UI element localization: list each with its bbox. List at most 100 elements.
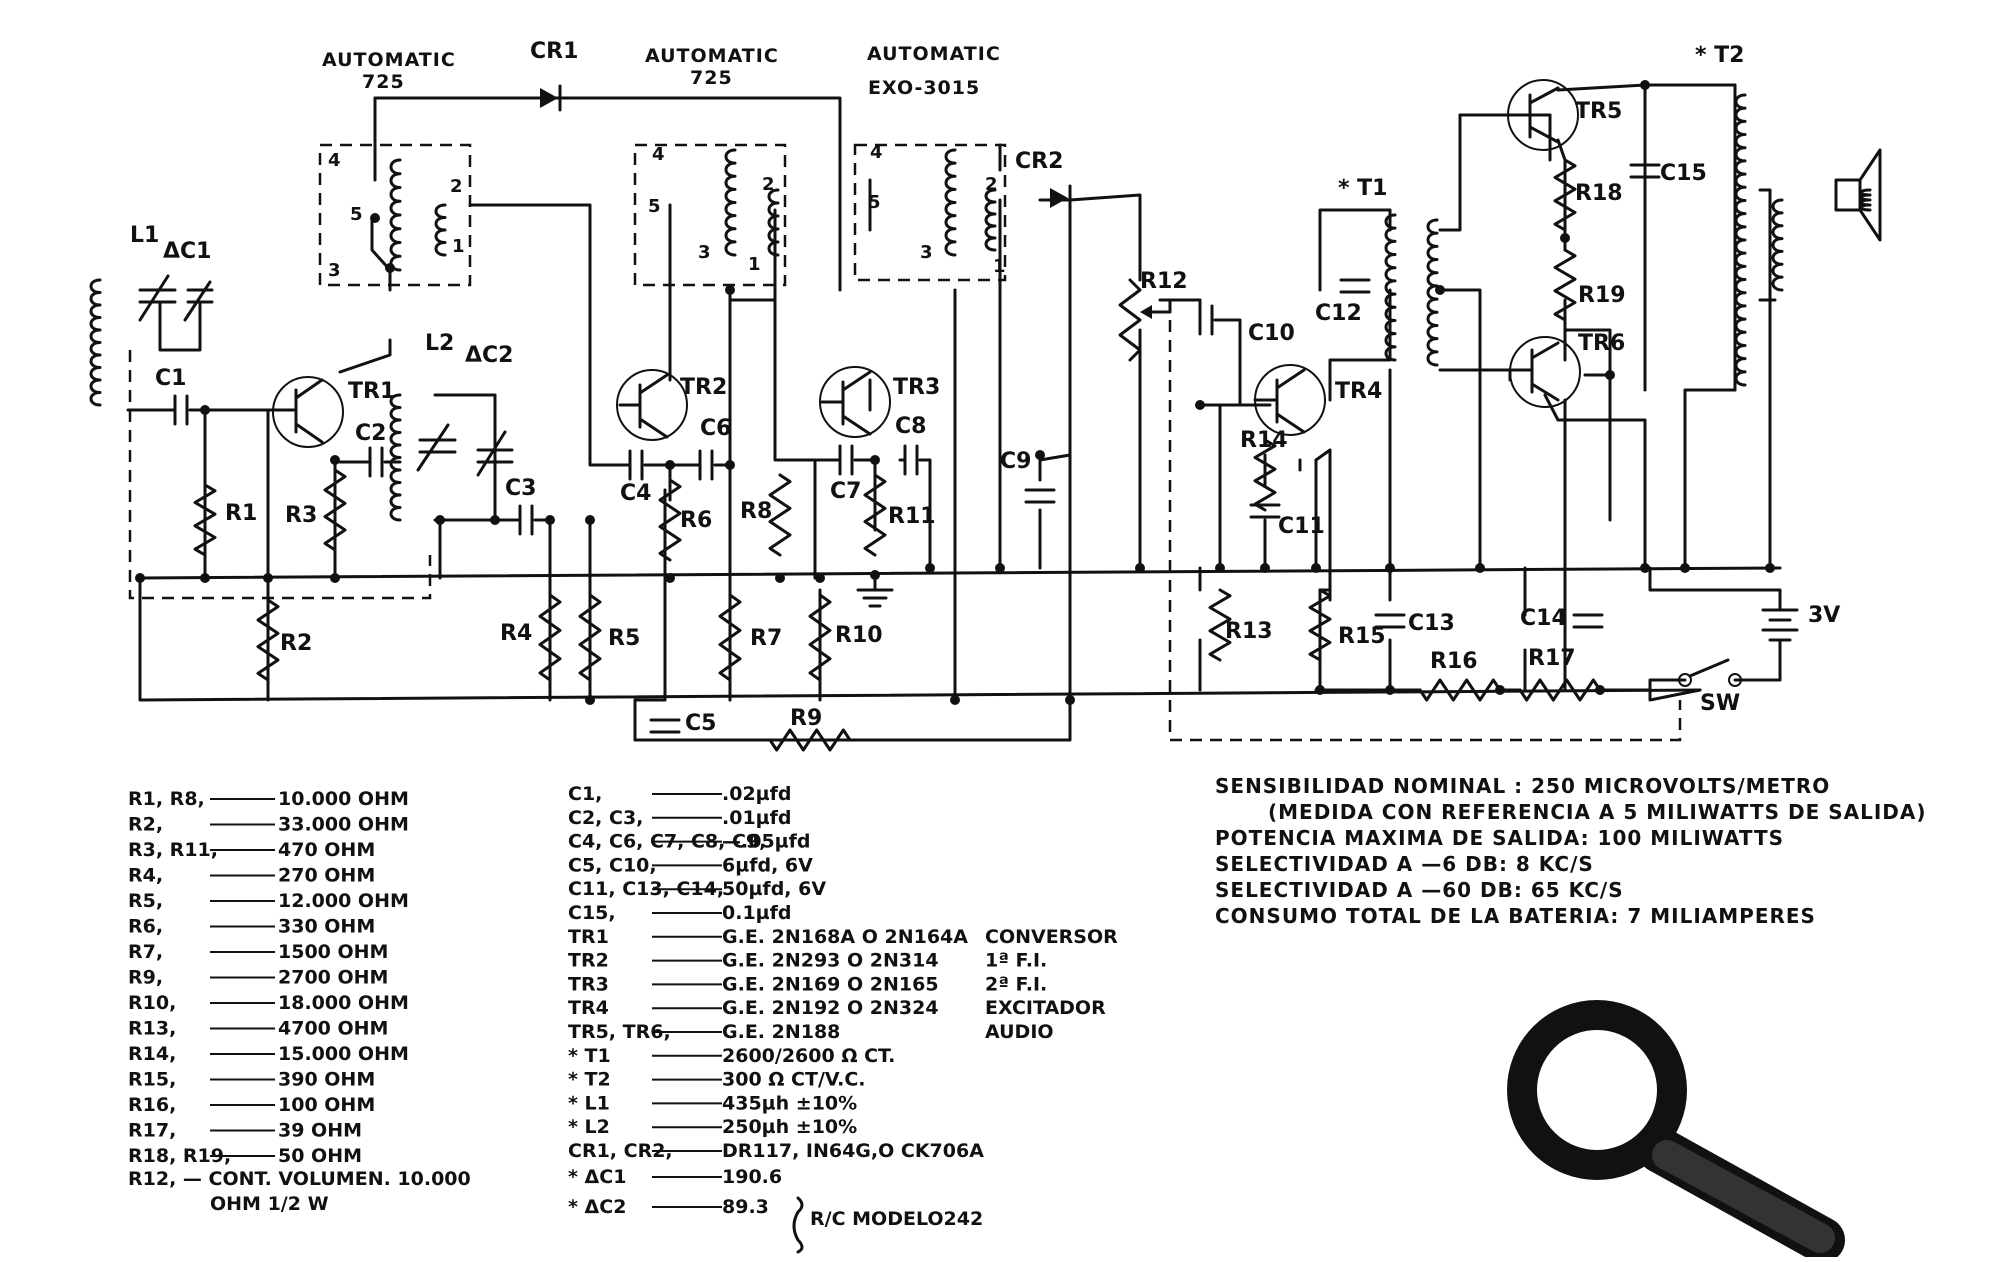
resistor-r7 bbox=[718, 593, 742, 682]
component-labels: L1 ΔC1 C1 R1 R2 R3 TR1 C2 L2 ΔC2 C3 R4 C… bbox=[130, 39, 1840, 736]
label-c15: C15 bbox=[1660, 161, 1707, 186]
resistor-list-value: 18.000 OHM bbox=[278, 992, 409, 1014]
component-list-note: CONVERSOR bbox=[985, 926, 1118, 948]
resistor-r2 bbox=[256, 598, 280, 682]
coil-t1-pri bbox=[1384, 213, 1397, 362]
component-list-name: * L1 bbox=[568, 1092, 610, 1114]
label-c11: C11 bbox=[1278, 514, 1325, 539]
label-t1: * T1 bbox=[1338, 176, 1387, 201]
resistor-r15 bbox=[1308, 588, 1332, 662]
resistor-r1 bbox=[193, 483, 217, 557]
label-r9: R9 bbox=[790, 706, 822, 731]
capacitor-c10 bbox=[1198, 304, 1214, 336]
junction-dot bbox=[385, 263, 395, 273]
junction-dot bbox=[585, 515, 595, 525]
transistor-tr1 bbox=[272, 376, 344, 448]
label-r12: R12 bbox=[1140, 269, 1188, 294]
label-tr5: TR5 bbox=[1575, 99, 1622, 124]
magnifier-icon[interactable] bbox=[1507, 1000, 1845, 1262]
label-dc2: ΔC2 bbox=[465, 343, 513, 368]
junction-dot bbox=[870, 455, 880, 465]
component-list-name: * ΔC1 bbox=[568, 1166, 626, 1188]
component-list-name: TR2 bbox=[568, 950, 609, 972]
junction-dot bbox=[995, 563, 1005, 573]
label-r14: R14 bbox=[1240, 428, 1288, 453]
label-r18: R18 bbox=[1575, 181, 1623, 206]
coil-speaker bbox=[1859, 188, 1872, 212]
component-list-note: 2ª F.I. bbox=[985, 973, 1047, 995]
brace bbox=[792, 1196, 804, 1254]
capacitor-c13 bbox=[1374, 613, 1406, 629]
label-r11: R11 bbox=[888, 504, 936, 529]
junction-dot bbox=[435, 515, 445, 525]
junction-dot bbox=[815, 573, 825, 583]
transistor-tr6 bbox=[1508, 336, 1581, 408]
label-r1: R1 bbox=[225, 501, 257, 526]
component-list-name: C15, bbox=[568, 902, 616, 924]
pin-4c: 4 bbox=[870, 142, 883, 163]
component-list-name: C1, bbox=[568, 783, 602, 805]
label-r7: R7 bbox=[750, 626, 782, 651]
component-list-value: 50µfd, 6V bbox=[722, 878, 826, 900]
label-dc1: ΔC1 bbox=[163, 239, 211, 264]
capacitor-c8 bbox=[903, 444, 919, 476]
label-r15: R15 bbox=[1338, 624, 1386, 649]
t2-brand: AUTOMATIC bbox=[645, 45, 779, 67]
coil-l2 bbox=[389, 393, 402, 522]
coil-t1-secondary bbox=[434, 203, 447, 257]
label-r17: R17 bbox=[1528, 646, 1576, 671]
junction-dot bbox=[665, 460, 675, 470]
diode-cr2 bbox=[1050, 184, 1072, 212]
resistor-list-name: R7, bbox=[128, 941, 163, 963]
component-list-value: .01µfd bbox=[722, 807, 792, 829]
junction-dot bbox=[1385, 563, 1395, 573]
coil-l1 bbox=[89, 278, 102, 407]
component-list-name: * ΔC2 bbox=[568, 1196, 626, 1218]
junction-dot bbox=[1311, 563, 1321, 573]
label-r5: R5 bbox=[608, 626, 640, 651]
pin-1c: 1 bbox=[993, 256, 1006, 277]
component-list-value: —.05µfd bbox=[722, 831, 811, 853]
resistor-list-value: 50 OHM bbox=[278, 1145, 362, 1167]
junction-dot bbox=[725, 460, 735, 470]
component-list-name: TR5, TR6, bbox=[568, 1021, 671, 1043]
junction-dot bbox=[1435, 285, 1445, 295]
capacitor-group bbox=[173, 163, 1661, 734]
resistor-list-value: 4700 OHM bbox=[278, 1018, 388, 1040]
coil-t3-primary bbox=[944, 148, 957, 257]
resistor-list-value: 470 OHM bbox=[278, 839, 375, 861]
pin-4b: 4 bbox=[652, 144, 665, 165]
component-list-value: 435µh ±10% bbox=[722, 1092, 857, 1114]
label-sw: SW bbox=[1700, 691, 1740, 716]
resistor-list-value: 270 OHM bbox=[278, 865, 375, 887]
pin-3c: 3 bbox=[920, 242, 933, 263]
component-list-value: .02µfd bbox=[722, 783, 792, 805]
resistor-list-name: R2, bbox=[128, 814, 163, 836]
label-c14: C14 bbox=[1520, 606, 1567, 631]
junction-dot bbox=[263, 573, 273, 583]
capacitor-c14 bbox=[1572, 613, 1604, 629]
resistor-r4 bbox=[538, 593, 562, 682]
junction-dot bbox=[200, 573, 210, 583]
battery-icon bbox=[1761, 608, 1799, 642]
resistor-r5 bbox=[578, 593, 602, 682]
component-list-value: 0.1µfd bbox=[722, 902, 792, 924]
label-tr2: TR2 bbox=[680, 375, 727, 400]
junction-dots bbox=[135, 80, 1775, 705]
component-list-name: TR3 bbox=[568, 973, 609, 995]
coil-t1-sec bbox=[1426, 218, 1439, 367]
label-c7: C7 bbox=[830, 479, 861, 504]
capacitor-c15 bbox=[1629, 163, 1661, 179]
pin-2c: 2 bbox=[985, 174, 998, 195]
resistor-list-value: 330 OHM bbox=[278, 916, 375, 938]
label-tr1: TR1 bbox=[348, 379, 395, 404]
resistor-r16 bbox=[1418, 678, 1502, 702]
component-list-value: 190.6 bbox=[722, 1166, 782, 1188]
potentiometer-r12 bbox=[1118, 278, 1172, 362]
t3-model: EXO-3015 bbox=[868, 77, 980, 99]
coil-t3-secondary bbox=[984, 188, 997, 252]
label-r3: R3 bbox=[285, 503, 317, 528]
resistor-r11 bbox=[863, 473, 887, 557]
